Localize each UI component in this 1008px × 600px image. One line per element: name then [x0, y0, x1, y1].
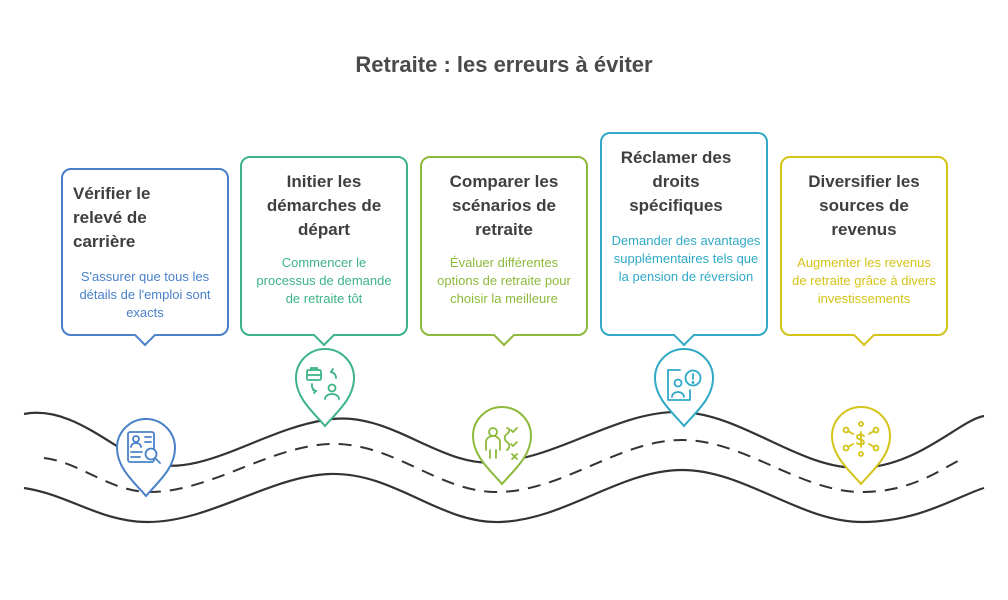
- money-network-icon: [842, 421, 880, 457]
- marker-3: [471, 406, 533, 486]
- step-1-description: S'assurer que tous les détails de l'empl…: [79, 269, 211, 320]
- step-5-heading: Diversifier les sources de revenus: [808, 172, 920, 239]
- person-alert-icon: [667, 369, 702, 401]
- step-2-heading: Initier les démarches de départ: [266, 172, 382, 239]
- briefcase-person-cycle-icon: [306, 367, 340, 400]
- step-card-3: Comparer les scénarios de retraite Évalu…: [420, 156, 588, 347]
- step-3-description: Évaluer différentes options de retraite …: [437, 255, 571, 306]
- step-card-1: Vérifier le relevé de carrière S'assurer…: [61, 168, 229, 347]
- marker-5: [830, 406, 892, 486]
- road-bottom-edge: [23, 468, 985, 524]
- step-card-4: Réclamer des droits spécifiques Demander…: [600, 132, 768, 347]
- marker-4: [653, 348, 715, 428]
- resume-search-icon: [127, 431, 161, 464]
- diagram-title: Retraite : les erreurs à éviter: [355, 52, 653, 77]
- step-2-description: Commencer le processus de demande de ret…: [256, 255, 392, 306]
- road-center-dashes: [43, 438, 965, 494]
- step-4-description: Demander des avantages supplémentaires t…: [611, 233, 761, 284]
- step-4-heading: Réclamer des droits spécifiques: [620, 148, 732, 215]
- step-5-description: Augmenter les revenus de retraite grâce …: [792, 255, 936, 306]
- person-checklist-icon: [485, 427, 518, 460]
- marker-2: [294, 348, 356, 428]
- step-card-5: Diversifier les sources de revenus Augme…: [780, 156, 948, 347]
- step-1-heading: Vérifier le relevé de carrière: [73, 184, 151, 251]
- step-3-heading: Comparer les scénarios de retraite: [449, 172, 559, 239]
- step-card-2: Initier les démarches de départ Commence…: [240, 156, 408, 347]
- marker-1: [115, 418, 177, 498]
